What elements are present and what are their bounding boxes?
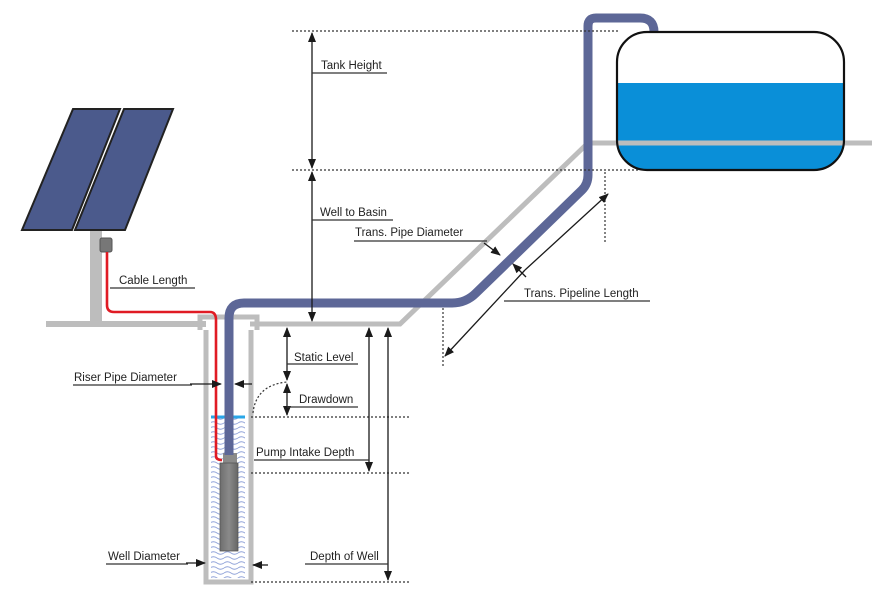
solar-panel-right bbox=[73, 108, 175, 231]
trans-pipe-diameter-arrow-in bbox=[483, 242, 501, 256]
storage-tank bbox=[615, 30, 872, 172]
cable-length-label: Cable Length bbox=[119, 275, 187, 287]
depth-of-well-label: Depth of Well bbox=[310, 551, 379, 563]
label-static-level: Static Level bbox=[287, 352, 358, 365]
solar-panel-left bbox=[20, 108, 122, 231]
dimension-arrows bbox=[186, 32, 609, 581]
power-cable bbox=[105, 252, 223, 462]
riser-pipe-diameter-label: Riser Pipe Diameter bbox=[74, 372, 177, 384]
trans-pipe-diameter-arrow-out bbox=[512, 263, 527, 278]
trans-pipe-diameter-label: Trans. Pipe Diameter bbox=[355, 227, 463, 239]
pump-intake-depth-label: Pump Intake Depth bbox=[256, 447, 354, 459]
drawdown-label: Drawdown bbox=[299, 394, 353, 406]
tank-height-label: Tank Height bbox=[321, 60, 383, 72]
label-pump-intake-depth: Pump Intake Depth bbox=[254, 447, 369, 461]
label-trans-pipe-diameter: Trans. Pipe Diameter bbox=[354, 227, 487, 242]
panel-post bbox=[90, 229, 102, 324]
well-diameter-label: Well Diameter bbox=[108, 551, 180, 563]
submersible-pump bbox=[219, 453, 239, 552]
reference-lines bbox=[251, 30, 640, 583]
label-riser-pipe-diameter: Riser Pipe Diameter bbox=[73, 372, 192, 386]
static-level-label: Static Level bbox=[294, 352, 353, 364]
label-well-to-basin: Well to Basin bbox=[312, 207, 393, 221]
label-tank-height: Tank Height bbox=[312, 60, 387, 74]
label-trans-pipeline-length: Trans. Pipeline Length bbox=[504, 288, 650, 302]
pipeline-length-arrow-up bbox=[524, 193, 609, 271]
well-to-basin-label: Well to Basin bbox=[320, 207, 387, 219]
junction-box bbox=[99, 237, 113, 253]
label-drawdown: Drawdown bbox=[287, 394, 358, 408]
riser-and-transmission-pipe bbox=[224, 13, 659, 455]
label-cable-length: Cable Length bbox=[110, 275, 195, 289]
pipeline-length-arrow-down bbox=[444, 269, 526, 357]
trans-pipeline-length-label: Trans. Pipeline Length bbox=[524, 288, 639, 300]
solar-panel bbox=[20, 108, 175, 324]
label-well-diameter: Well Diameter bbox=[106, 551, 188, 565]
label-depth-of-well: Depth of Well bbox=[305, 551, 388, 565]
tank-water bbox=[617, 83, 844, 170]
